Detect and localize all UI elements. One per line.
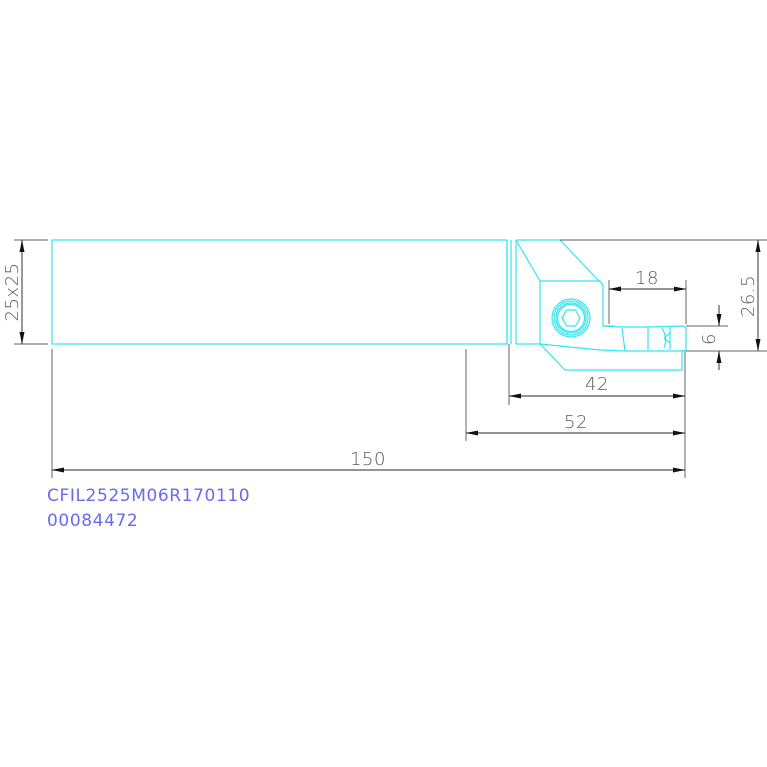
dimension-insert-reach: 18: [608, 268, 687, 324]
dim-text-insert-width: 6: [699, 333, 720, 345]
dimension-total-height: 26.5: [560, 239, 767, 352]
dim-text-head-length-52: 52: [564, 412, 588, 433]
clamp-screw-icon: [551, 298, 591, 338]
dim-text-head-length-42: 42: [585, 374, 609, 395]
dimension-insert-width: 6: [686, 305, 728, 370]
tool-shank: [51, 239, 508, 345]
dimension-head-length-42: 42: [508, 344, 686, 478]
dimension-shank-section: 25x25: [2, 239, 48, 345]
dim-text-insert-reach: 18: [635, 268, 659, 289]
tool-head: [506, 239, 683, 371]
dim-text-overall-length: 150: [350, 449, 386, 470]
dim-text-shank-section: 25x25: [2, 263, 23, 322]
cutting-insert: [599, 325, 687, 352]
article-number-label: 00084472: [47, 511, 139, 531]
dimension-head-length-52: 52: [465, 349, 685, 441]
dim-text-total-height: 26.5: [738, 275, 759, 317]
part-number-label: CFIL2525M06R170110: [47, 486, 251, 506]
dimension-overall-length: 150: [51, 349, 685, 478]
